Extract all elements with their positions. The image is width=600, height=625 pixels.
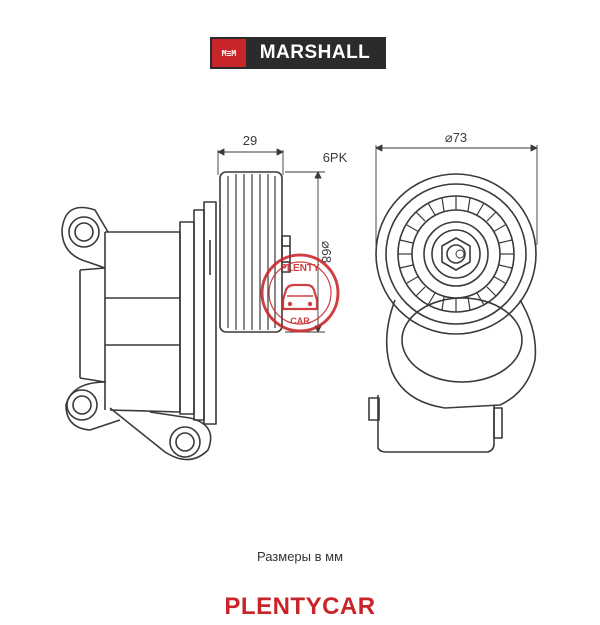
watermark-top-text: PLENTY [280,263,320,274]
outer-diameter-label: ⌀73 [445,130,467,145]
pulley-diameter-label: ⌀68 [319,241,334,263]
footer-brand: PLENTYCAR [224,593,376,620]
plentycar-watermark: PLENTY CAR [260,253,340,333]
car-icon [281,283,319,311]
watermark-bottom-text: CAR [290,316,310,326]
brand-name: MARSHALL [246,39,384,67]
belt-profile-label: 6PK [323,150,348,165]
width-dimension-label: 29 [243,133,257,148]
units-caption: Размеры в мм [256,549,344,564]
brand-mark-text: M≡M [221,48,237,58]
brand-mark: M≡M [212,39,246,67]
brand-logo: M≡M MARSHALL [210,37,386,69]
side-view [61,171,291,461]
dimension-lines-front [375,144,538,245]
front-view [368,173,537,453]
